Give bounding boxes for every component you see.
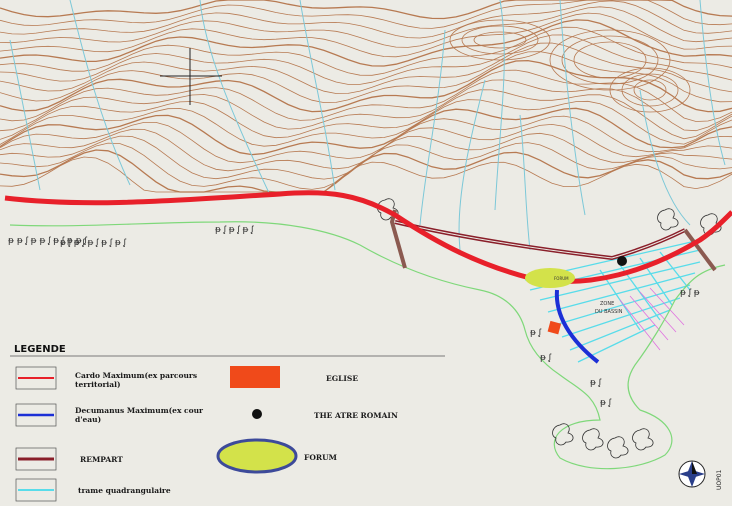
north-arrow-icon — [678, 460, 706, 488]
legend-label-forum: FORUM — [304, 453, 337, 462]
stream-lines — [9, 0, 726, 251]
north-code-label: UOP01 — [716, 469, 723, 490]
vegetation-marks: ᵽ ᵽ ᶘ ᵽ ᵽ ᶘ ᵽ ᶘ ᵽ ᵽ ᶘ ᵽ ᶘ ᵽ ᶘ ᵽ ᶘ ᵽ ᶘ ᵽ … — [8, 225, 700, 408]
svg-text:ᵽ ᶘ: ᵽ ᶘ — [530, 328, 542, 338]
legend-swatch-frame — [15, 447, 57, 471]
site-boundary-outline — [9, 221, 726, 470]
eglise-marker — [547, 320, 562, 335]
stream-line — [419, 29, 446, 226]
contour-ring — [573, 41, 647, 79]
theatre-marker — [617, 256, 627, 266]
contour-line — [0, 149, 732, 193]
svg-text:ᵽ ᵽ ᶘ ᵽ ᵽ ᶘ ᵽ ᶘ ᵽ ᵽ ᶘ: ᵽ ᵽ ᶘ ᵽ ᵽ ᶘ ᵽ ᶘ ᵽ ᵽ ᶘ — [8, 236, 88, 246]
stream-line — [458, 79, 486, 251]
legend-label-theatre: THE ATRE ROMAIN — [314, 411, 398, 420]
svg-text:ᵽ ᶘ ᵽ: ᵽ ᶘ ᵽ — [680, 288, 700, 298]
contour-ring — [561, 35, 659, 85]
contour-line — [0, 69, 732, 122]
legend-swatch-frame — [15, 366, 57, 390]
legend-label-decumanus-line1: Decumanus Maximum(ex cour — [75, 406, 204, 415]
rempart-spur-east — [683, 228, 717, 272]
contour-line — [0, 99, 732, 147]
legend-swatch-forum — [216, 438, 298, 474]
rock-outcrops — [377, 198, 722, 459]
magenta-hatching — [619, 287, 685, 351]
legend-swatch-theatre — [252, 409, 262, 419]
stream-line — [9, 39, 41, 191]
svg-text:ᵽ ᶘ: ᵽ ᶘ — [590, 378, 602, 388]
contour-line — [0, 107, 732, 156]
svg-text:ᵽ ᶘ ᵽ ᶘ ᵽ ᶘ: ᵽ ᶘ ᵽ ᶘ ᵽ ᶘ — [215, 225, 254, 235]
crosshair-icon — [160, 48, 222, 105]
legend-swatch-frame — [15, 478, 57, 502]
cardo-maximum-route — [4, 190, 732, 285]
contour-line — [0, 51, 732, 104]
contour-ring — [621, 73, 679, 107]
contour-ring — [461, 25, 539, 55]
contour-line — [0, 42, 732, 94]
contour-line — [0, 26, 732, 76]
svg-text:ᵽ ᶘ ᵽ ᶘ ᵽ ᶘ ᵽ ᶘ ᵽ ᶘ: ᵽ ᶘ ᵽ ᶘ ᵽ ᶘ ᵽ ᶘ ᵽ ᶘ — [60, 238, 127, 248]
zone-label-line1: ZONE — [600, 301, 614, 307]
forum-marker — [525, 268, 575, 288]
stream-line — [639, 89, 691, 226]
stream-line — [299, 0, 336, 191]
contour-line — [0, 19, 732, 67]
stream-line — [519, 114, 531, 251]
rempart-wall — [389, 209, 717, 272]
contour-line — [0, 115, 732, 164]
contour-line — [0, 156, 732, 193]
contour-ring — [609, 67, 691, 113]
stream-line — [699, 0, 726, 166]
svg-text:ᵽ ᶘ: ᵽ ᶘ — [600, 398, 612, 408]
stream-line — [494, 0, 505, 211]
contour-line — [0, 89, 732, 140]
forum-map-label: FORUM — [554, 276, 569, 281]
legend-label-rempart: REMPART — [80, 455, 123, 464]
contour-ring — [449, 19, 551, 61]
zone-label-line2: DU BASSIN — [595, 309, 623, 315]
legend: LEGENDE Cardo Maximum(ex parcours territ… — [8, 342, 448, 502]
decumanus-maximum-route — [554, 289, 600, 364]
contour-line — [0, 0, 732, 20]
stream-line — [559, 0, 586, 216]
legend-swatch-eglise — [230, 366, 280, 388]
legend-label-trame: trame quadrangulaire — [78, 486, 171, 495]
legend-label-cardo-line2: territorial) — [75, 380, 121, 389]
legend-label-eglise: EGLISE — [326, 374, 358, 383]
contour-ring — [633, 79, 667, 101]
rempart-inner-line — [394, 221, 686, 259]
stream-line — [69, 0, 131, 186]
contour-line — [0, 12, 732, 58]
contour-line — [0, 34, 732, 85]
topographic-contours — [0, 0, 732, 193]
legend-background — [8, 342, 448, 502]
contour-line — [0, 0, 732, 39]
contour-ring — [473, 31, 527, 49]
contour-line — [0, 0, 732, 29]
legend-label-decumanus-line2: d'eau) — [75, 415, 101, 424]
contour-line — [0, 6, 732, 48]
svg-text:ᵽ ᶘ: ᵽ ᶘ — [540, 353, 552, 363]
legend-label-cardo-line1: Cardo Maximum(ex parcours — [75, 371, 197, 380]
legend-swatch-frame — [15, 403, 57, 427]
legend-title: LEGENDE — [14, 344, 66, 355]
stream-line — [199, 0, 271, 196]
